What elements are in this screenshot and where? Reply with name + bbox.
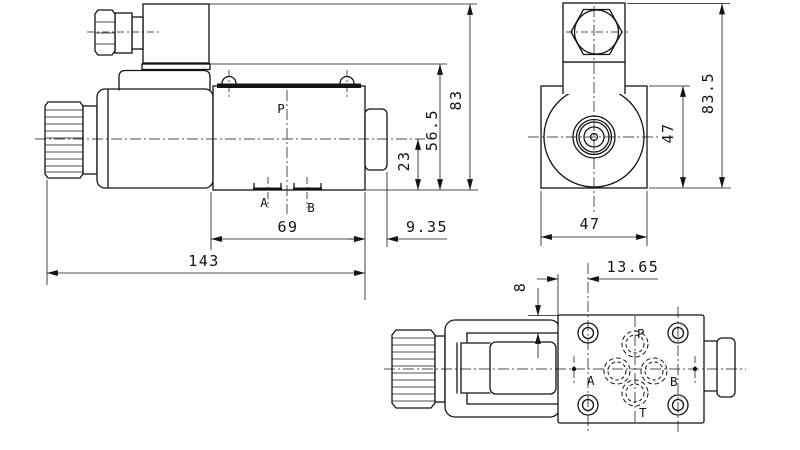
dim-edge-offset: 8: [511, 282, 529, 293]
dim-body-length: 69: [277, 218, 298, 236]
subplate-strip: [217, 83, 361, 88]
dim-total-height: 83: [447, 89, 465, 110]
dim-end-total-height: 83.5: [699, 72, 717, 114]
label-bottom-t: T: [639, 405, 647, 420]
bottom-view-dimensions: 13.65 8: [511, 258, 660, 358]
dim-total-length: 143: [188, 252, 220, 270]
side-view: P A B 23 56.5 83 69 9.35: [35, 3, 478, 300]
dim-body-width: 47: [579, 215, 600, 233]
solenoid-coil: [96, 69, 214, 189]
end-view-dimensions: 47 83.5 47: [540, 3, 731, 246]
side-view-dimensions: 23 56.5 83 69 9.35 143: [46, 3, 478, 300]
bottom-view: P A B T 13.65 8: [384, 258, 746, 432]
label-bottom-a: A: [587, 373, 595, 388]
side-port-protrusion: [364, 108, 388, 171]
label-port-b: B: [307, 200, 315, 215]
label-port-p: P: [277, 101, 285, 116]
knurled-knob-icon: [44, 101, 98, 179]
solenoid-bottom: [444, 319, 561, 418]
label-bottom-p: P: [637, 326, 645, 341]
port-slot-a: [253, 177, 282, 208]
dim-body-height: 47: [659, 122, 677, 143]
dim-center-height: 23: [395, 150, 413, 171]
label-port-a: A: [260, 195, 268, 210]
end-view: 47 83.5 47: [528, 2, 731, 246]
dim-connector-base-height: 56.5: [423, 109, 441, 151]
dim-hole-offset: 13.65: [607, 258, 660, 276]
port-slot-b: [293, 177, 322, 208]
valve-body-side: [212, 70, 388, 214]
cable-gland-icon: [94, 9, 144, 56]
label-bottom-b: B: [670, 374, 678, 389]
bottom-protrusion: [716, 337, 736, 398]
dim-protrusion: 9.35: [406, 218, 448, 236]
din-connector: [87, 3, 211, 71]
